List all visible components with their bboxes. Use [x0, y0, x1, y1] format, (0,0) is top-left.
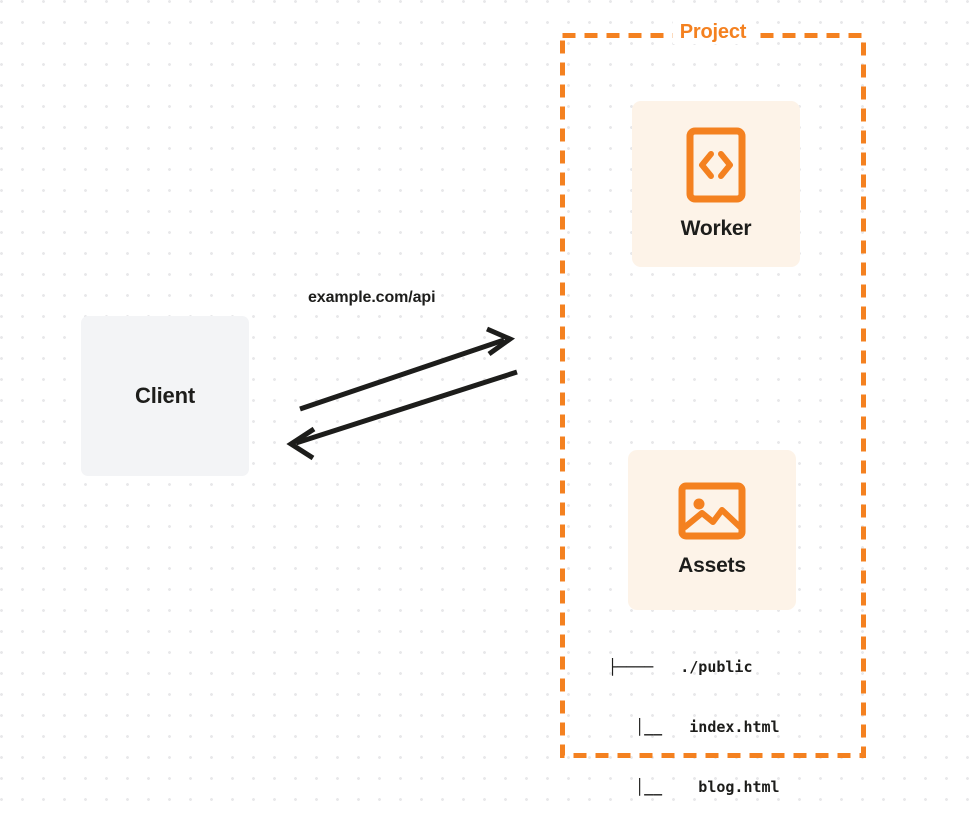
response-arrow: [286, 369, 518, 461]
assets-node[interactable]: Assets: [628, 450, 796, 610]
project-group: Project Worker Assets ├──── ./public │__: [560, 21, 866, 796]
worker-label: Worker: [680, 217, 752, 240]
image-icon: [678, 482, 746, 540]
worker-node[interactable]: Worker: [632, 101, 800, 267]
request-arrow: [299, 326, 516, 412]
assets-file-tree: ├──── ./public │__ index.html │__ blog.h…: [608, 617, 780, 818]
file-tree-row: ├──── ./public: [608, 658, 753, 676]
client-label: Client: [135, 383, 195, 408]
assets-label: Assets: [678, 554, 746, 577]
connection-label: example.com/api: [308, 289, 436, 306]
code-brackets-icon: [686, 127, 746, 203]
project-dashed-border: [560, 33, 866, 758]
client-node[interactable]: Client: [81, 316, 249, 476]
file-tree-row: │__ index.html: [608, 718, 780, 736]
project-title: Project: [672, 21, 754, 44]
file-tree-row: │__ blog.html: [608, 778, 780, 796]
